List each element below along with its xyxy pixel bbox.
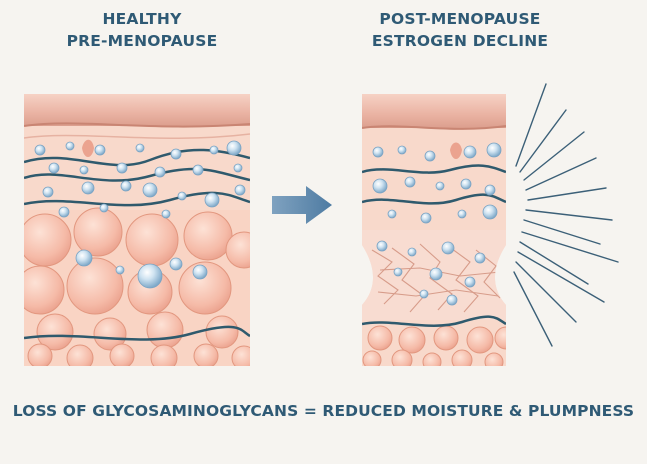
post-menopause-title-line2: ESTROGEN DECLINE: [371, 32, 549, 50]
healthy-title-line1: HEALTHY: [102, 10, 182, 28]
healthy-title-line2: PRE-MENOPAUSE: [66, 32, 218, 50]
healthy-panel-title: HEALTHY PRE-MENOPAUSE: [52, 8, 232, 52]
post-menopause-title-line1: POST-MENOPAUSE: [379, 10, 541, 28]
transition-arrow: [272, 186, 332, 224]
caption: LOSS OF GLYCOSAMINOGLYCANS = REDUCED MOI…: [12, 402, 635, 420]
healthy-skin-block: [24, 94, 250, 366]
post-menopause-panel-title: POST-MENOPAUSE ESTROGEN DECLINE: [360, 8, 560, 52]
moisture-loss-lines: [513, 83, 619, 347]
post-menopause-skin-block: [362, 94, 506, 366]
